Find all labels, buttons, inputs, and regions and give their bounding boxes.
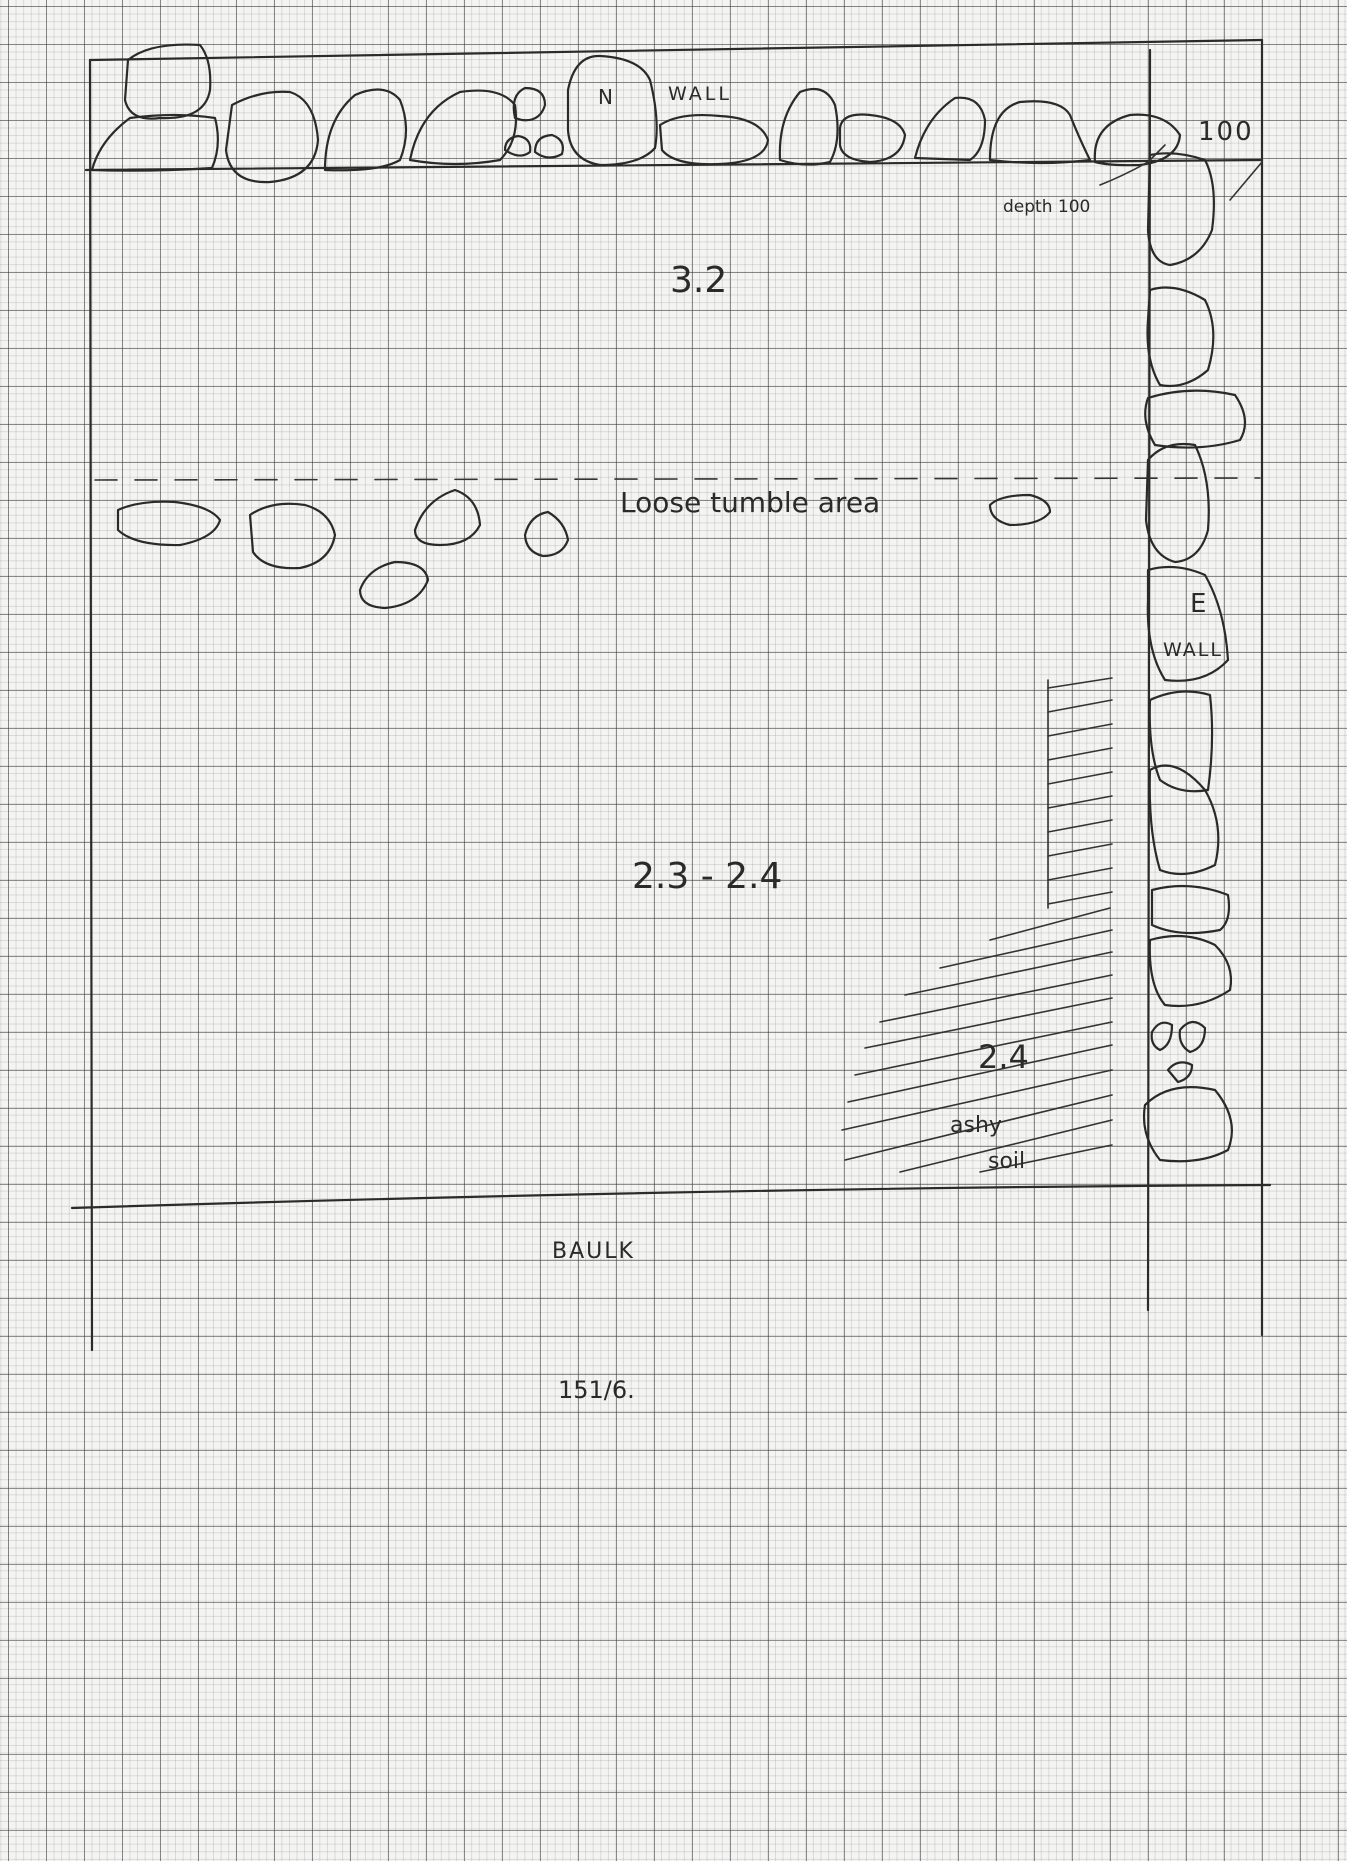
left-edge-line	[88, 58, 94, 1352]
hatch-line	[1047, 699, 1113, 713]
hatch-line	[989, 907, 1111, 941]
hatch-line	[879, 974, 1113, 1023]
trench-frame	[70, 38, 1272, 1352]
stone	[1146, 286, 1215, 388]
stone	[1148, 764, 1220, 876]
depth-label: depth 100	[1003, 197, 1090, 217]
hatch-line	[1047, 867, 1113, 881]
stone	[1093, 113, 1182, 167]
stone	[503, 134, 532, 157]
stone	[1150, 1021, 1174, 1052]
stone	[658, 113, 770, 166]
stone	[1150, 884, 1231, 935]
depth-arrow	[1229, 161, 1263, 201]
hatch-line	[1047, 843, 1113, 857]
stone	[123, 43, 212, 120]
east-wall-label: WALL	[1163, 639, 1223, 661]
hatch-line	[1047, 819, 1113, 833]
stone	[512, 86, 547, 122]
context-2-3-2-4-label: 2.3 - 2.4	[632, 856, 782, 897]
stone	[323, 88, 408, 172]
stone	[1144, 389, 1247, 449]
hatch-line	[904, 951, 1113, 996]
depth-arrow	[1147, 144, 1166, 163]
stone	[1148, 934, 1233, 1008]
hatch-line	[1047, 795, 1113, 809]
depth-leader	[1099, 161, 1149, 186]
stone	[1142, 1086, 1233, 1163]
stone	[1148, 690, 1214, 793]
sheet-reference-label: 151/6.	[558, 1376, 635, 1404]
north-marker-label: N	[598, 85, 613, 109]
east-marker-label: E	[1190, 589, 1206, 619]
stone	[988, 493, 1052, 527]
hatch-line	[899, 1119, 1113, 1173]
stone	[1146, 152, 1215, 267]
stone	[224, 90, 320, 184]
stone	[566, 54, 658, 167]
north-wall-stones	[90, 43, 1182, 184]
stone	[1144, 442, 1210, 564]
hatch-line	[864, 997, 1113, 1049]
loose-tumble-label: Loose tumble area	[620, 486, 880, 519]
stone	[358, 560, 430, 610]
stone	[90, 113, 219, 172]
stone	[778, 87, 839, 166]
hatch-line	[854, 1021, 1113, 1076]
stone	[116, 500, 222, 547]
hatch-line	[1047, 677, 1113, 689]
tumble-stones	[116, 488, 1052, 610]
context-2-4-label: 2.4	[978, 1038, 1029, 1076]
stone	[1178, 1020, 1207, 1054]
stone	[913, 96, 987, 162]
east-wall-stones	[1142, 152, 1247, 1163]
north-wall-label: WALL	[668, 83, 732, 105]
depth-top-right-label: 100	[1198, 117, 1254, 147]
stone	[413, 488, 482, 547]
stone	[988, 100, 1092, 165]
hatch-line	[1047, 771, 1113, 785]
stone	[408, 89, 518, 166]
top-edge-line	[88, 38, 1264, 62]
stone	[1146, 565, 1230, 682]
hatch-line	[979, 1144, 1113, 1173]
hatch-line	[939, 929, 1113, 969]
hatch-line	[1047, 891, 1113, 905]
stone	[248, 502, 337, 570]
stone	[523, 510, 570, 558]
stone	[838, 113, 907, 164]
baulk-label: BAULK	[552, 1239, 635, 1264]
stone	[533, 133, 564, 159]
baulk-line	[70, 1183, 1272, 1210]
east-wall-inner-line	[1146, 48, 1152, 1312]
hatch-line	[841, 1069, 1113, 1131]
ashy-label: ashy	[950, 1113, 1002, 1138]
ashy-soil-hatching	[841, 677, 1113, 1173]
hatch-line	[847, 1044, 1113, 1103]
soil-label: soil	[988, 1149, 1025, 1174]
context-3-2-label: 3.2	[670, 260, 727, 301]
hatch-line	[1047, 723, 1113, 737]
hatch-line	[1047, 747, 1113, 761]
hatch-line	[844, 1094, 1113, 1161]
stone	[1166, 1061, 1194, 1084]
depth-markers	[1099, 144, 1263, 201]
tumble-boundary-dashed-line	[94, 477, 1261, 481]
